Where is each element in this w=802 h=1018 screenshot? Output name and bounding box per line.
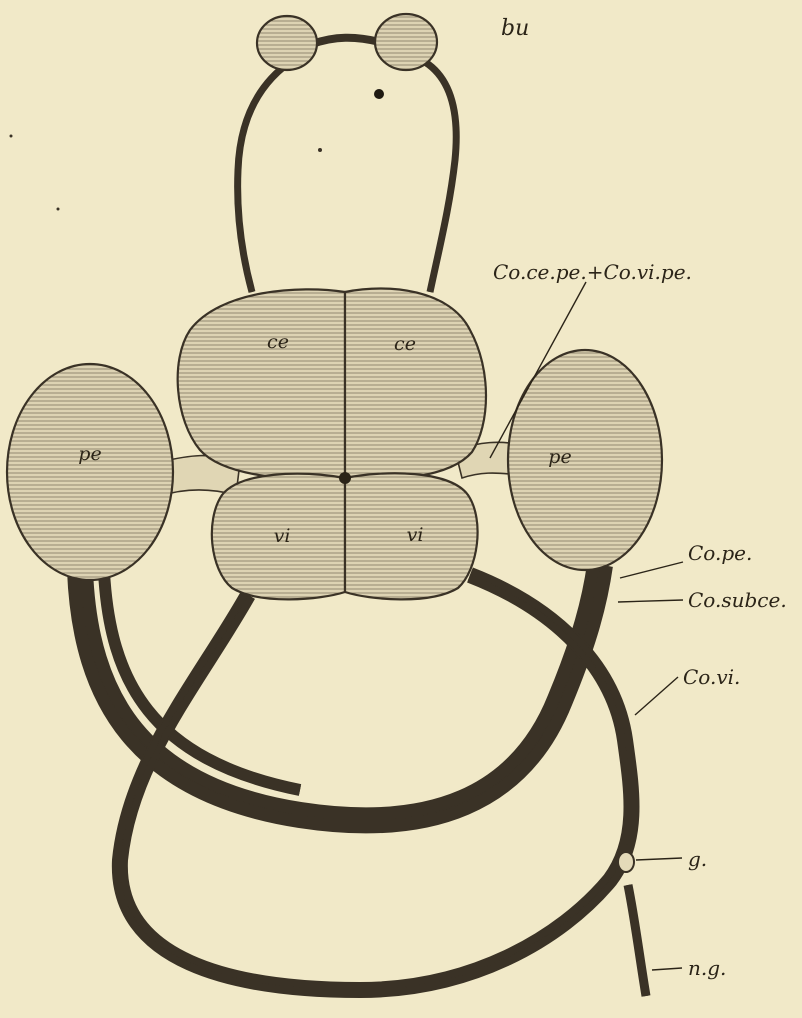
label-g: g. bbox=[688, 847, 707, 871]
label-pe-right: pe bbox=[548, 446, 571, 468]
label-co-vi: Co.vi. bbox=[683, 665, 740, 689]
label-vi-left: vi bbox=[274, 525, 291, 547]
label-ce-left: ce bbox=[267, 331, 289, 353]
label-bu: bu bbox=[501, 16, 529, 41]
label-co-pe: Co.pe. bbox=[688, 541, 752, 565]
label-co-ce-pe-co-vi-pe: Co.ce.pe.+Co.vi.pe. bbox=[493, 260, 692, 284]
cerebral-ganglion-left bbox=[178, 289, 345, 479]
pleural-ganglion-left bbox=[7, 364, 173, 580]
buccal-ganglion-right bbox=[375, 14, 437, 70]
label-pe-left: pe bbox=[78, 443, 101, 465]
label-co-subce: Co.subce. bbox=[688, 588, 787, 612]
label-n-g: n.g. bbox=[688, 956, 726, 980]
central-junction bbox=[339, 472, 351, 484]
buccal-ganglion-left bbox=[257, 16, 317, 70]
label-vi-right: vi bbox=[407, 524, 424, 546]
genital-ganglion bbox=[618, 852, 634, 872]
label-ce-right: ce bbox=[394, 333, 416, 355]
